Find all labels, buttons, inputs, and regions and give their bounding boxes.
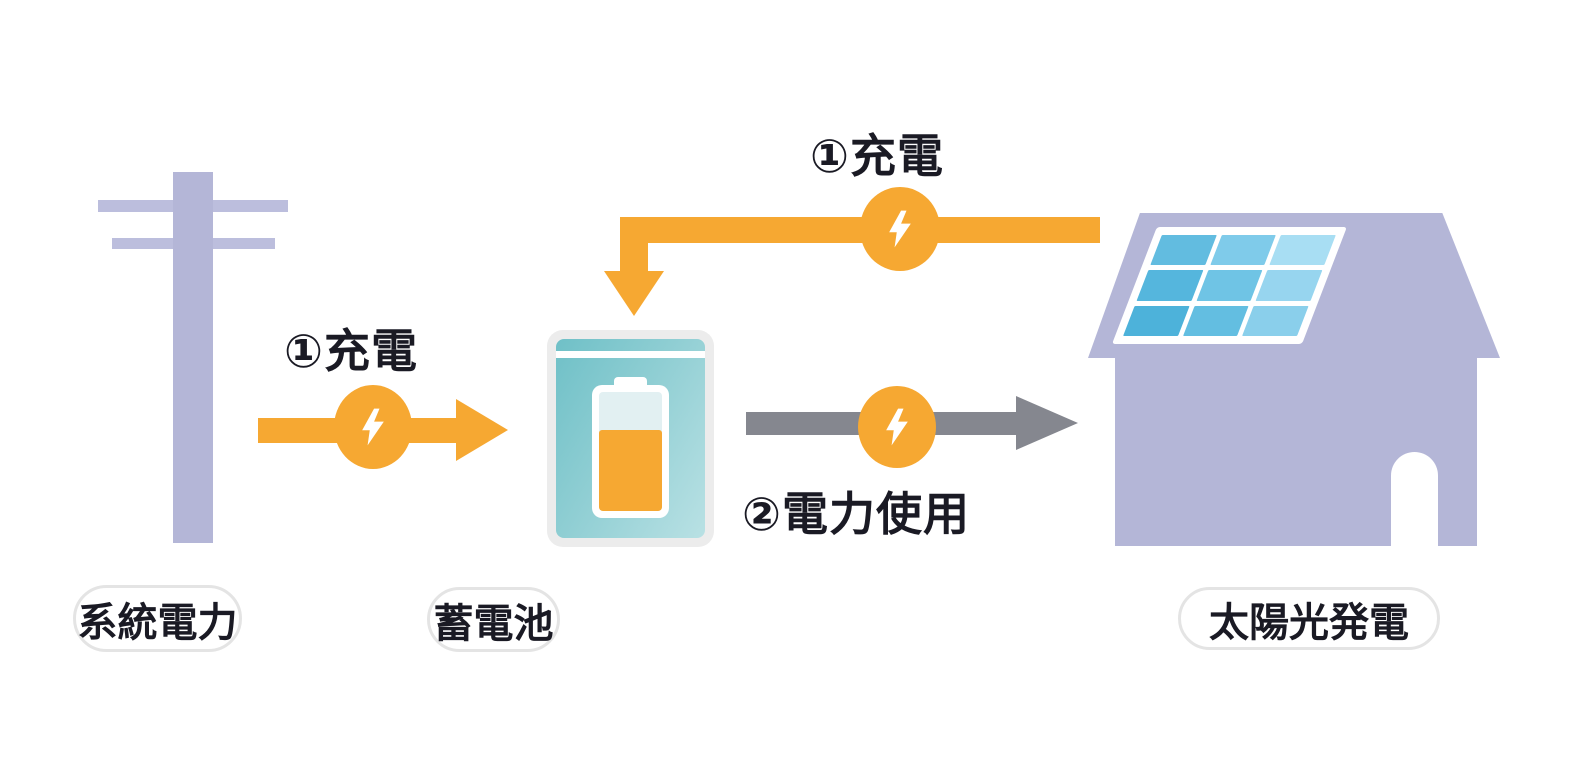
lightning-bolt-icon [886, 408, 908, 446]
battery-unit-seam [556, 351, 705, 358]
power-use-arrowhead [1016, 396, 1078, 450]
battery-level-track [599, 392, 662, 511]
solar-cell [1209, 235, 1277, 266]
battery-level-fill [599, 430, 662, 511]
lightning-badge [334, 385, 412, 469]
battery-unit [547, 330, 714, 547]
solar-charge-label: ①充電 [810, 130, 944, 182]
battery-pill: 蓄電池 [427, 587, 560, 652]
lightning-badge [858, 386, 936, 468]
grid-power-pill: 系統電力 [73, 585, 242, 652]
grid-charge-arrowhead [456, 399, 508, 461]
solar-charge-arrowhead [604, 271, 664, 316]
solar-cell [1150, 235, 1217, 266]
solar-cell [1182, 305, 1250, 336]
battery-icon [592, 385, 669, 518]
house-door [1391, 452, 1438, 546]
solar-cell [1255, 270, 1323, 301]
lightning-bolt-icon [362, 408, 384, 446]
solar-power-pill-label: 太陽光発電 [1209, 600, 1409, 645]
solar-cell [1196, 270, 1263, 301]
battery-cap [614, 377, 647, 386]
utility-pole [173, 172, 213, 543]
grid-charge-label: ①充電 [284, 325, 418, 377]
solar-cell [1136, 270, 1203, 301]
solar-cell [1269, 235, 1336, 266]
battery-pill-label: 蓄電池 [433, 601, 554, 646]
power-use-label: ②電力使用 [742, 488, 970, 540]
lightning-bolt-icon [889, 210, 911, 248]
battery-unit-panel [556, 339, 705, 538]
solar-cell [1123, 305, 1190, 336]
lightning-badge [860, 187, 940, 271]
solar-charge-arrow-elbow [620, 217, 648, 273]
solar-panel-grid [1123, 235, 1336, 336]
solar-cell [1242, 305, 1309, 336]
solar-power-pill: 太陽光発電 [1178, 587, 1440, 650]
grid-power-pill-label: 系統電力 [77, 600, 238, 645]
